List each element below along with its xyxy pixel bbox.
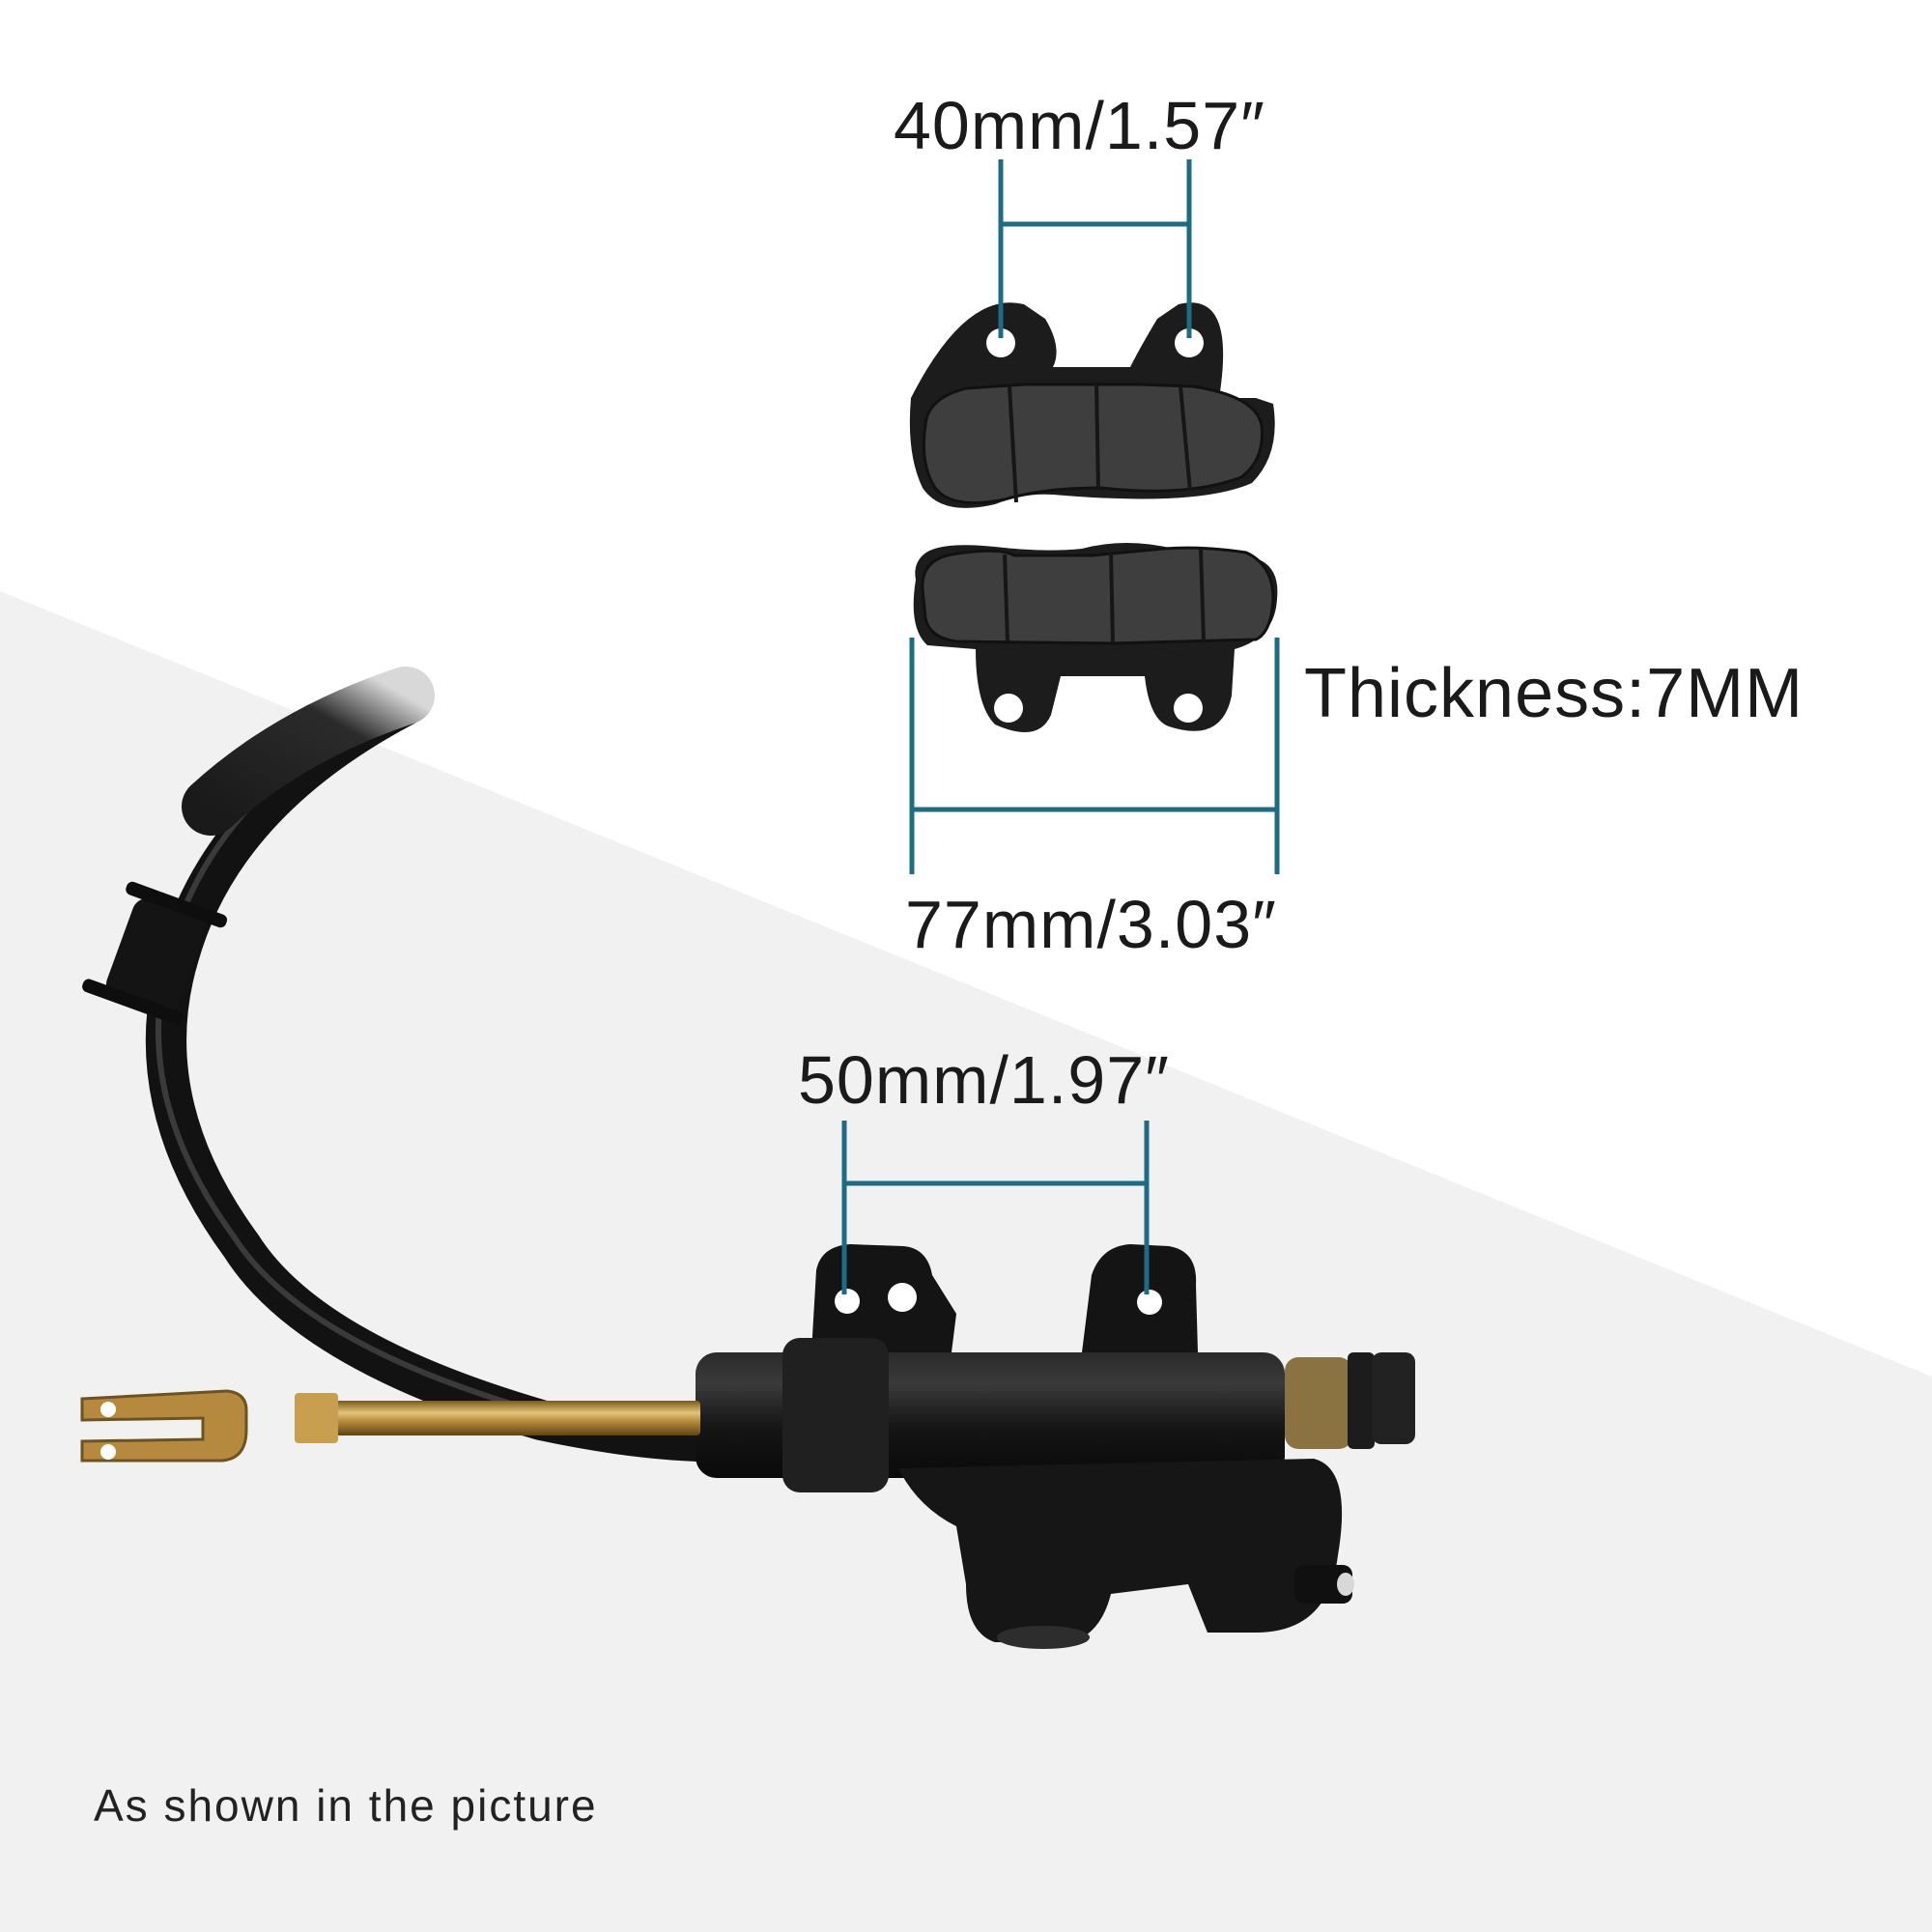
mount-hole-middle bbox=[888, 1283, 917, 1312]
pad-hole-left bbox=[986, 328, 1015, 357]
pad-hole-left-lower bbox=[994, 694, 1023, 723]
mount-hole-left bbox=[835, 1289, 860, 1314]
pad-hole-right bbox=[1175, 328, 1204, 357]
thickness-label: Thickness:7MM bbox=[1304, 655, 1804, 732]
mount-hole-right bbox=[1137, 1290, 1162, 1315]
caption-text: As shown in the picture bbox=[94, 1780, 598, 1831]
master-cylinder-spacing-label: 50mm/1.97″ bbox=[798, 1042, 1170, 1118]
top-hole-spacing-label: 40mm/1.57″ bbox=[894, 88, 1265, 163]
background-grey-region bbox=[0, 591, 1932, 1932]
pad-width-label: 77mm/3.03″ bbox=[905, 887, 1277, 962]
brake-pad-lower bbox=[913, 543, 1278, 732]
pad-hole-right-lower bbox=[1174, 694, 1203, 723]
master-cylinder bbox=[80, 1244, 1415, 1649]
dimension-lines bbox=[841, 159, 1280, 1294]
brake-pad-upper bbox=[909, 302, 1275, 508]
